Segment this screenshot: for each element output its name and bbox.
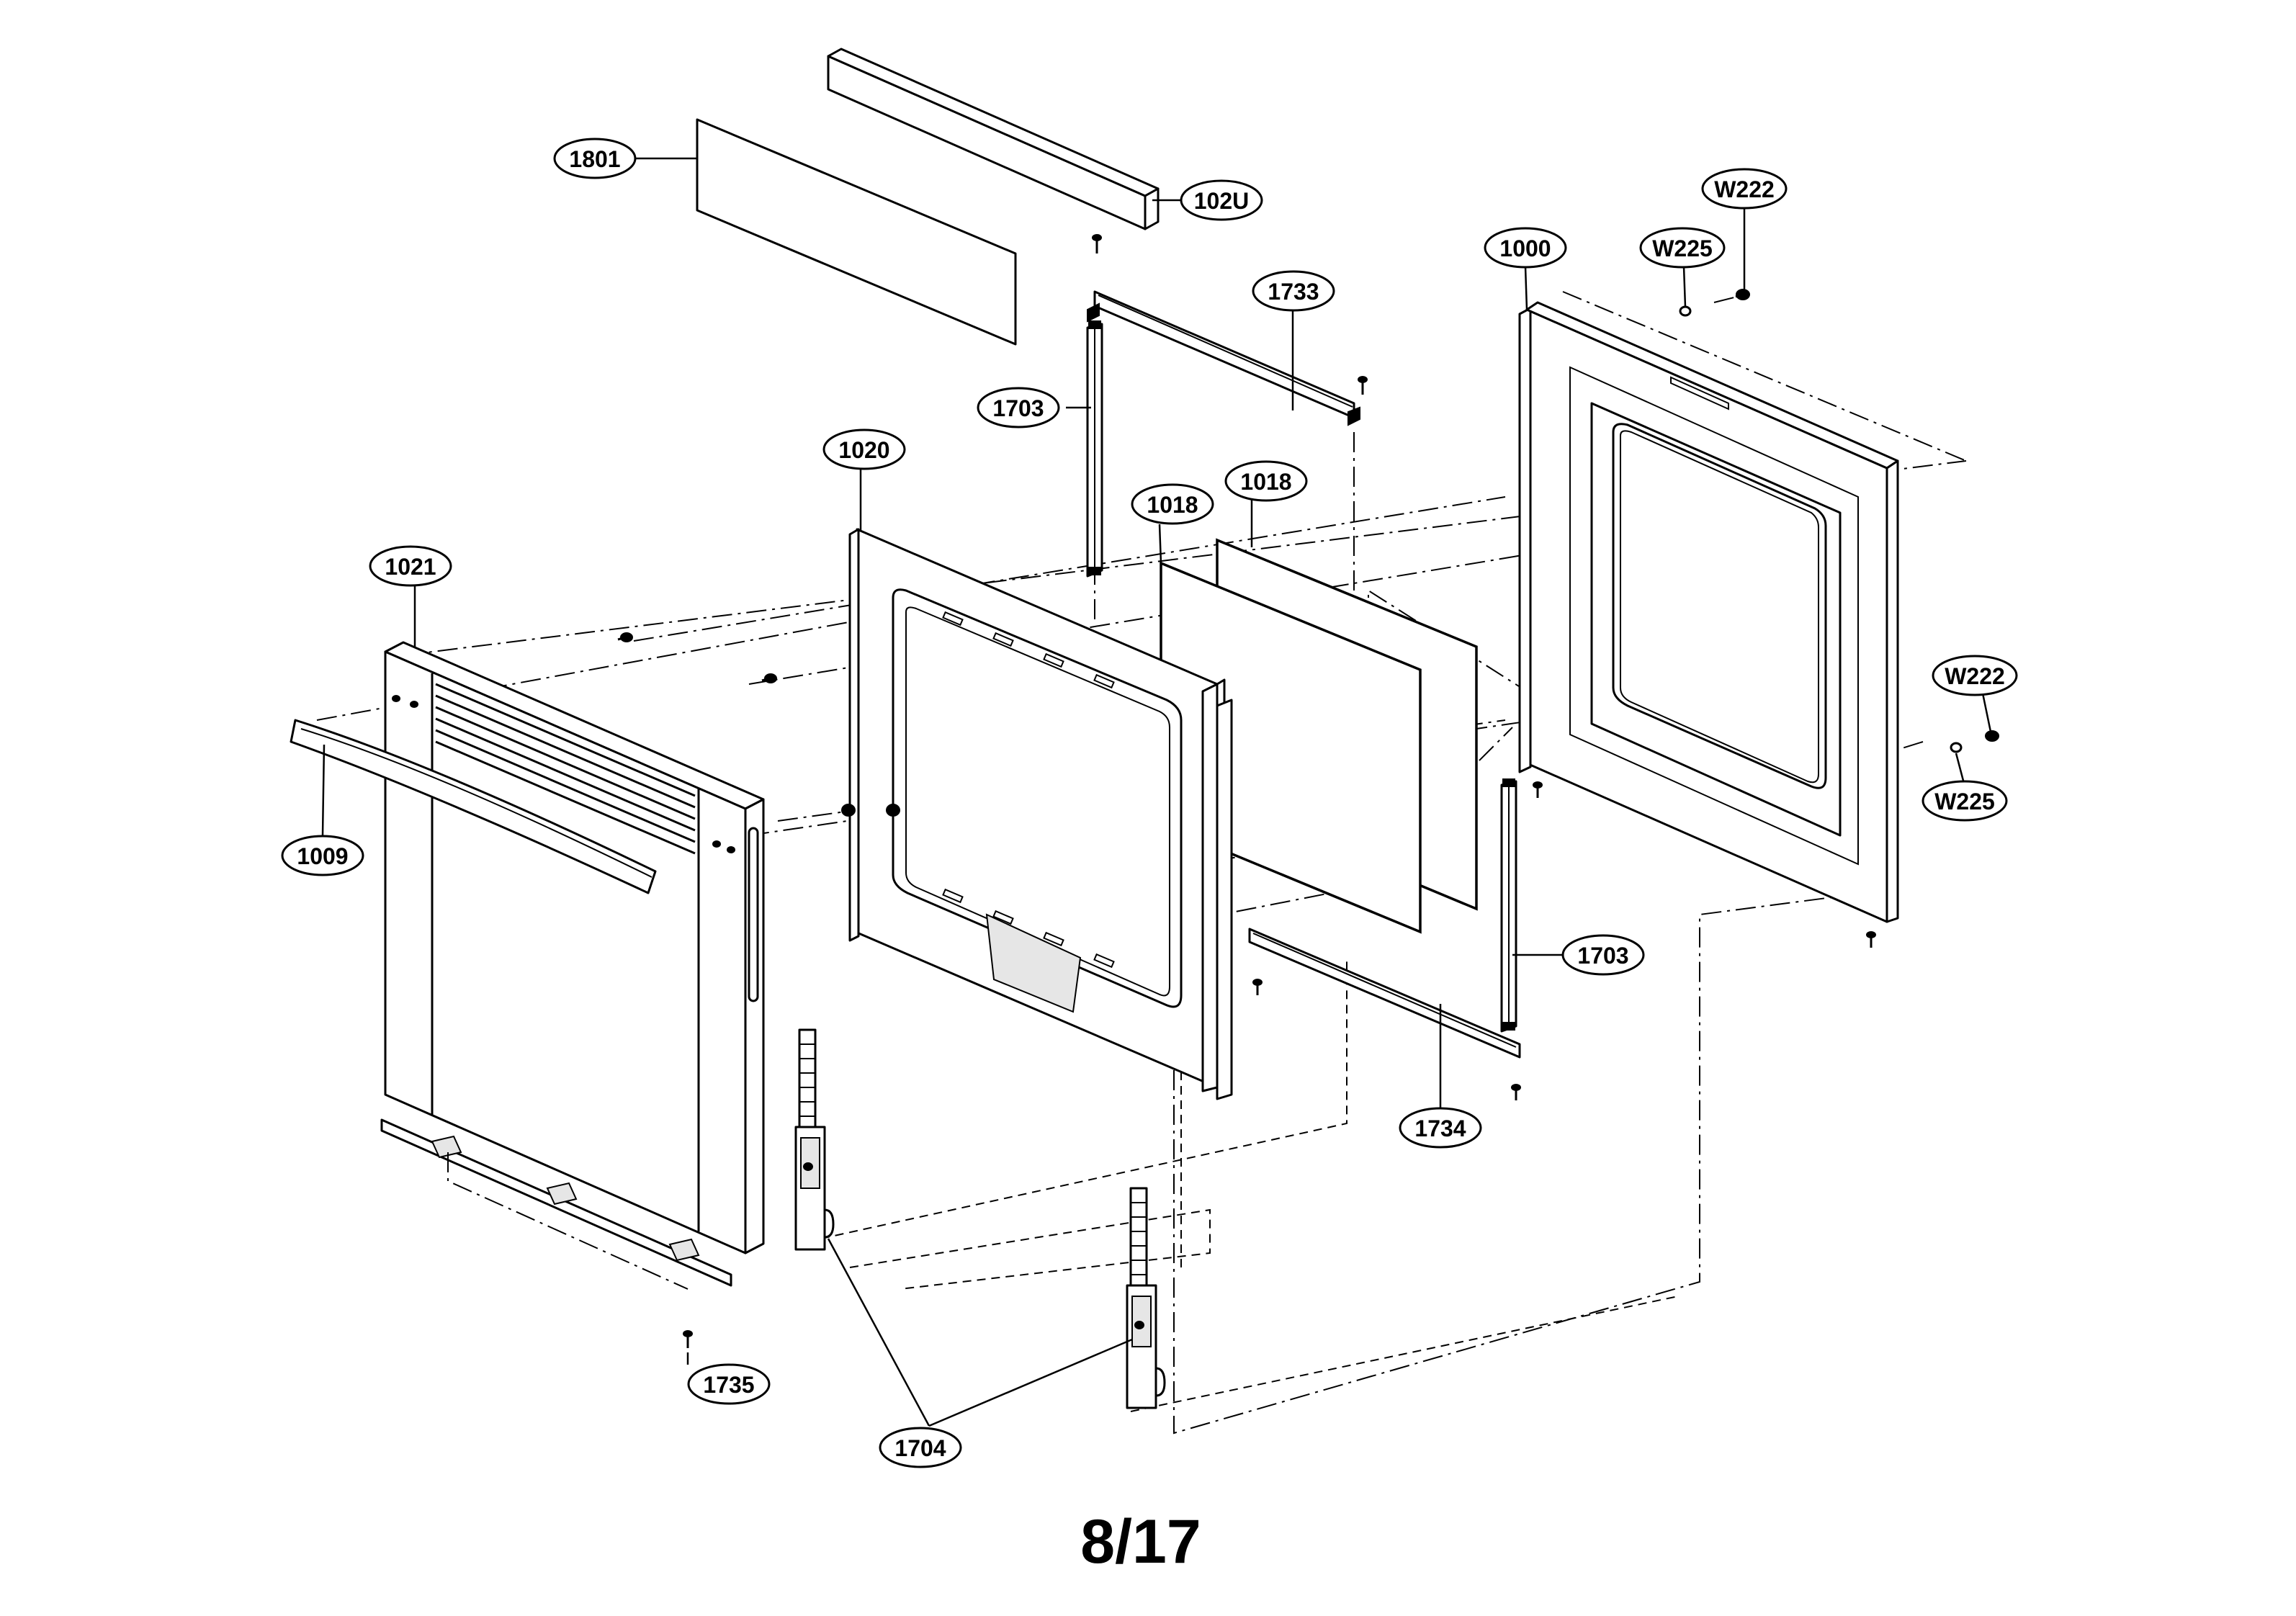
callout-1018-b: 1018 — [1224, 460, 1308, 502]
callout-label: 1703 — [992, 395, 1044, 421]
callout-W222-right: W222 — [1932, 655, 2018, 696]
part-1704-door-hinge-left — [794, 1028, 835, 1251]
callout-W222-top: W222 — [1701, 168, 1788, 210]
part-1020-door-inner-frame — [617, 528, 1233, 1100]
callout-label: 1018 — [1240, 469, 1291, 495]
callout-label: 1733 — [1268, 279, 1319, 305]
callout-label: W225 — [1934, 789, 1995, 814]
callout-label: 1018 — [1147, 492, 1198, 518]
part-1733-glass-retainer-top — [1087, 234, 1368, 426]
callout-102U: 102U — [1180, 179, 1263, 221]
callout-label: 1020 — [838, 437, 889, 463]
callout-1734: 1734 — [1399, 1107, 1482, 1149]
part-1734-glass-retainer-bottom — [1248, 928, 1521, 1100]
page-number: 8/17 — [1080, 1507, 1201, 1576]
part-1704-door-hinge-right — [1126, 1187, 1166, 1409]
callout-label: 1734 — [1414, 1116, 1466, 1141]
callout-W225-right: W225 — [1921, 780, 2008, 822]
hinge-guide-lines — [820, 958, 1679, 1412]
part-1021-outer-door-panel — [384, 641, 765, 1254]
callout-1018-a: 1018 — [1131, 483, 1214, 525]
callout-1704: 1704 — [879, 1427, 962, 1468]
leader-lines — [321, 157, 1992, 1427]
part-1801-glass-panel — [696, 118, 1017, 346]
callout-label: W222 — [1714, 176, 1775, 202]
part-1703-glass-support-right — [1500, 778, 1517, 1033]
callout-label: W225 — [1652, 235, 1713, 261]
callout-label: 1021 — [385, 554, 436, 580]
callout-W225-top: W225 — [1639, 227, 1726, 269]
callout-label: W222 — [1945, 663, 2005, 689]
callout-1009: 1009 — [281, 835, 364, 876]
callout-1733: 1733 — [1252, 270, 1335, 312]
part-1735-door-bottom-trim — [380, 1118, 732, 1348]
part-1000-inner-door-panel — [1518, 289, 1999, 948]
callout-1000: 1000 — [1484, 227, 1567, 269]
callout-label: 1704 — [894, 1435, 946, 1461]
callout-label: 1801 — [569, 146, 620, 172]
callout-label: 1009 — [297, 843, 348, 869]
callout-1703-top: 1703 — [977, 387, 1060, 428]
callout-1703-right: 1703 — [1561, 934, 1645, 976]
part-1703-glass-support-top-left — [1086, 320, 1103, 578]
callout-label: 102U — [1194, 188, 1250, 214]
callout-1021: 1021 — [369, 545, 452, 587]
callout-1801: 1801 — [553, 138, 637, 179]
part-1009-door-handle — [290, 719, 657, 894]
part-102U-trim-strip — [827, 48, 1160, 230]
callout-1735: 1735 — [687, 1363, 771, 1405]
callout-1020: 1020 — [822, 428, 906, 470]
callout-label: 1000 — [1499, 235, 1551, 261]
callout-label: 1735 — [703, 1372, 754, 1398]
callout-label: 1703 — [1577, 943, 1628, 969]
